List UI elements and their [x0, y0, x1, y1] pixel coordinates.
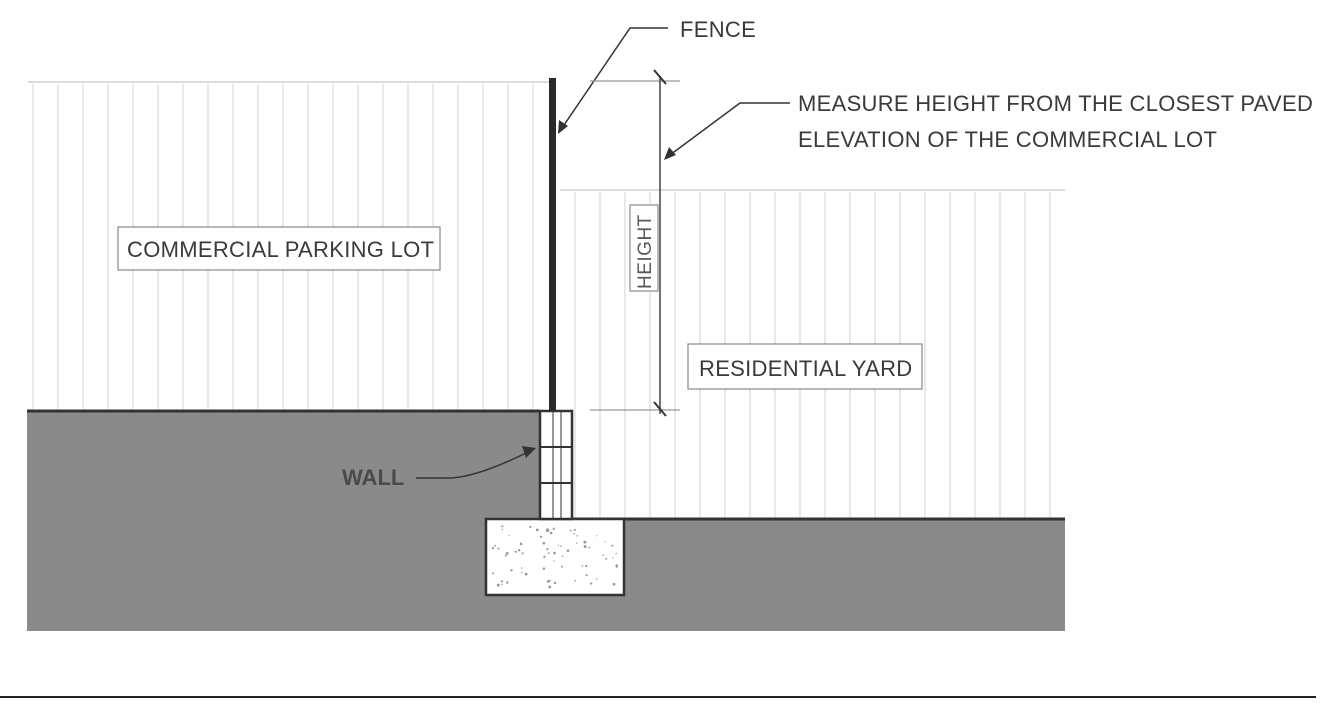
fence-post: [549, 78, 556, 411]
fence-leader: [558, 27, 668, 134]
residential-ground: [540, 519, 1065, 631]
residential-label: RESIDENTIAL YARD: [699, 356, 912, 381]
wall-leader: [416, 446, 536, 479]
footing-aggregate: [491, 525, 619, 589]
wall-label: WALL: [342, 465, 404, 490]
measure-note-line-2: ELEVATION OF THE COMMERCIAL LOT: [798, 127, 1217, 152]
commercial-ground: [27, 411, 540, 631]
measure-note-line-1: MEASURE HEIGHT FROM THE CLOSEST PAVED: [798, 91, 1313, 116]
measure-leader: [664, 102, 790, 160]
height-dimension: [590, 69, 680, 417]
commercial-label: COMMERCIAL PARKING LOT: [127, 237, 434, 262]
commercial-label-box: [117, 226, 441, 271]
height-label: HEIGHT: [635, 214, 656, 289]
retaining-wall: [538, 409, 574, 521]
fence-label: FENCE: [680, 17, 756, 42]
residential-label-box: [687, 343, 923, 390]
